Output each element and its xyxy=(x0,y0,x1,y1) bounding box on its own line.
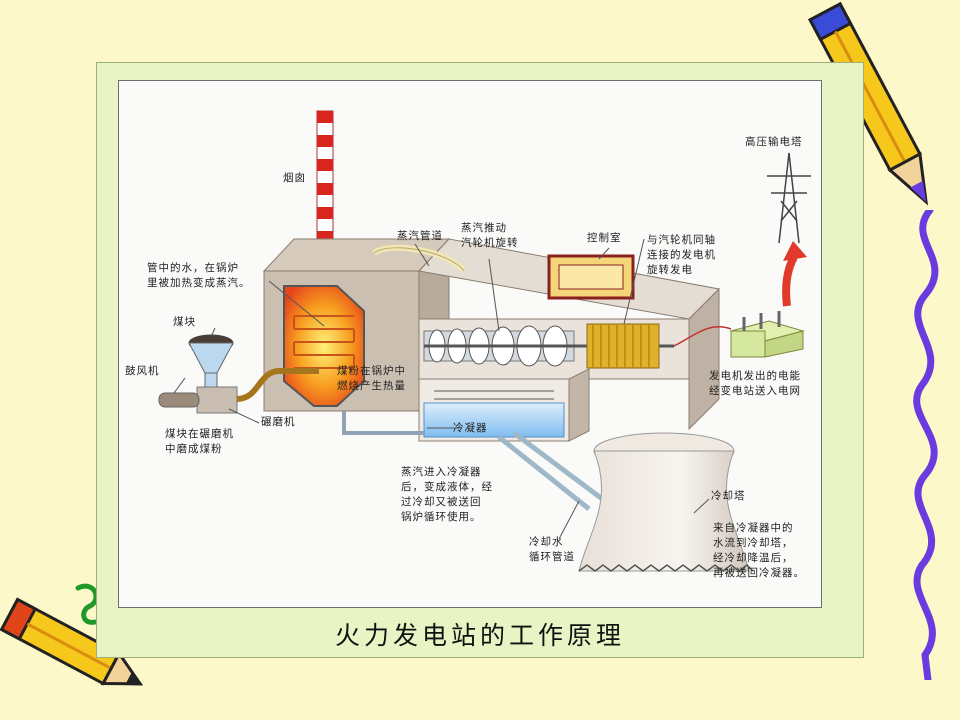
slide-caption: 火力发电站的工作原理 xyxy=(334,621,625,650)
label-mill-grinding: 煤块在碾磨机 中磨成煤粉 xyxy=(165,428,234,455)
label-steam-pipe: 蒸汽管道 xyxy=(397,230,443,242)
label-cooling-tower-desc: 来自冷凝器中的 水流到冷却塔， 经冷却降温后， 再被送回冷凝器。 xyxy=(713,522,805,579)
label-coal-lump: 煤块 xyxy=(173,316,196,328)
label-coal-mill: 碾磨机 xyxy=(261,416,296,428)
arrow-up-icon xyxy=(782,255,798,307)
condenser xyxy=(418,368,590,442)
label-cooling-tower: 冷却塔 xyxy=(711,490,746,502)
label-power-to-grid: 发电机发出的电能 经变电站送入电网 xyxy=(709,370,801,397)
chimney xyxy=(316,110,334,244)
label-coal-burning: 煤粉在锅炉中 燃烧产生热量 xyxy=(337,365,406,392)
label-tower: 高压输电塔 xyxy=(745,136,803,148)
coal-mill xyxy=(196,368,319,414)
squiggle-decoration xyxy=(913,210,939,680)
transmission-tower-icon xyxy=(767,152,811,244)
blower xyxy=(158,392,200,408)
label-control-room: 控制室 xyxy=(587,232,622,244)
label-condenser-desc: 蒸汽进入冷凝器 后，变成液体，经 过冷却又被送回 锅炉循环使用。 xyxy=(401,466,493,523)
leader-lines xyxy=(173,238,710,540)
label-condenser: 冷凝器 xyxy=(453,422,488,434)
power-plant-diagram: 烟囱 管中的水，在锅炉 里被加热变成蒸汽。 煤块 鼓风机 碾磨机 煤块在碾磨机 … xyxy=(118,80,822,608)
coal-hopper xyxy=(188,334,234,388)
pencil-icon xyxy=(0,583,144,686)
control-room xyxy=(547,254,635,300)
boiler-house xyxy=(262,237,451,413)
label-blower: 鼓风机 xyxy=(125,365,160,377)
substation xyxy=(673,311,805,358)
label-water-in-pipe: 管中的水，在锅炉 里被加热变成蒸汽。 xyxy=(147,262,251,289)
diagram-illustration xyxy=(158,110,811,572)
label-chimney: 烟囱 xyxy=(283,172,306,184)
label-cooling-pipe: 冷却水 循环管道 xyxy=(529,536,575,563)
label-generator: 与汽轮机同轴 连接的发电机 旋转发电 xyxy=(647,234,716,276)
cooling-tower xyxy=(578,432,754,572)
label-steam-turbine: 蒸汽推动 汽轮机旋转 xyxy=(461,222,519,249)
